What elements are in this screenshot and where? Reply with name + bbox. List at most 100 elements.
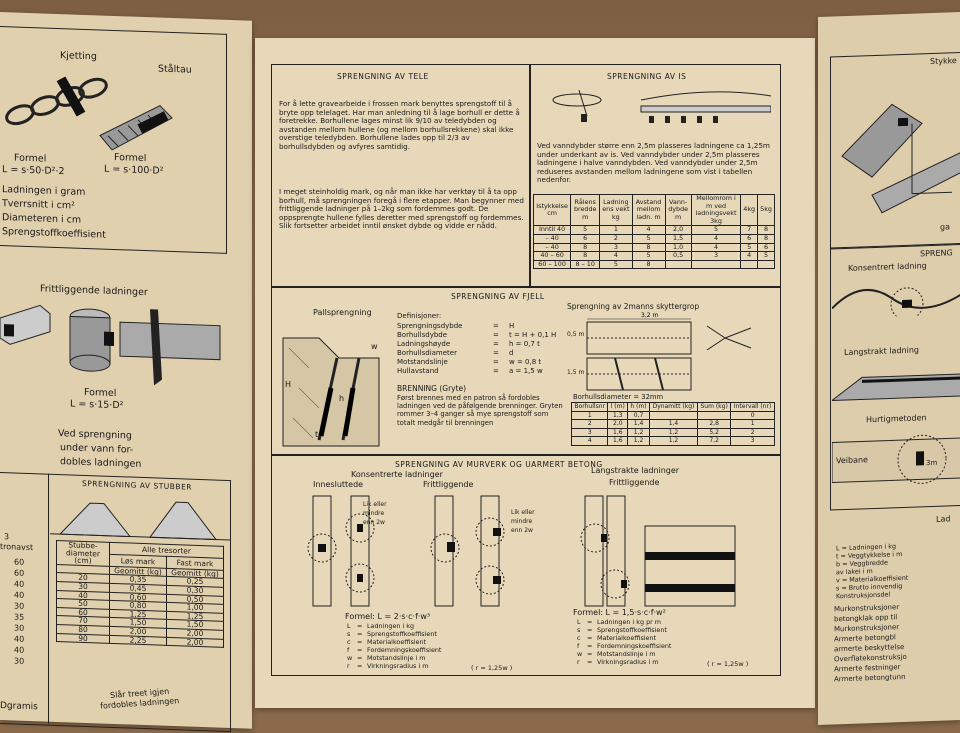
innesluttede-label: Innesluttede <box>313 480 364 489</box>
edge-val-0: 60 <box>14 557 25 567</box>
table-cell: 1,2 <box>627 436 650 446</box>
definition-eq: = <box>493 331 499 339</box>
r-note-1: ( r = 1,25w ) <box>471 664 513 672</box>
fritt-formula-label: Formel <box>84 386 117 400</box>
table-cell: 2,0 <box>607 419 629 429</box>
legend-eq: = <box>587 634 593 642</box>
langstrakte-label: Langstrakte ladninger <box>591 466 680 475</box>
legend-text: Motstandslinje i m <box>597 650 656 658</box>
table-cell: 2 <box>599 233 633 244</box>
legend-symbol: s <box>577 626 581 634</box>
table-cell: 7,2 <box>697 436 732 446</box>
legend-text: Fordemningskoeffisient <box>597 642 672 650</box>
legend-eq: = <box>587 650 593 658</box>
definition-eq: = <box>493 358 499 366</box>
legend-row: w = Motstandslinje i m <box>577 650 777 658</box>
diam-label: Borhullsdiameter = 32mm <box>573 393 664 401</box>
table-cell: 0,7 <box>627 410 650 421</box>
legend-symbol: L <box>577 618 581 626</box>
definition-term: Borhullsdiameter <box>397 349 457 357</box>
ice-illustration <box>552 89 771 123</box>
table-cell: 0,5 <box>664 251 692 261</box>
table-cell: 1 <box>730 419 775 429</box>
table-cell: 1,2 <box>648 427 699 438</box>
legend-eq: = <box>587 658 593 666</box>
bench-blasting-illustration <box>282 337 380 447</box>
table-header-cell: Borhullsnr <box>570 402 609 412</box>
free-charges-illustration <box>0 304 221 386</box>
fritt-formula-expr: L = s·15·D² <box>70 398 124 412</box>
edge-val-8: 40 <box>14 645 25 655</box>
tele-title: SPRENGNING AV TELE <box>337 72 429 81</box>
formula1-label: Formel <box>14 152 47 165</box>
lad-label: Lad <box>936 514 951 524</box>
skyttergrop-illustration: 3,2 m <box>586 312 752 391</box>
table-cell: 3 <box>690 251 742 261</box>
formel-2: Formel: L = 1,5·s·c·f·w² <box>573 608 666 617</box>
definition-eq: = <box>493 340 499 348</box>
table-cell: 4 <box>690 233 742 244</box>
edge-col-head2: tronavst <box>0 542 34 553</box>
table-cell: 4 <box>599 251 633 261</box>
definition-value: H <box>509 322 515 330</box>
note-mindre-1: Lik eller mindre enn 2w <box>363 501 387 526</box>
table-cell: 1,3 <box>607 410 629 421</box>
table-cell: 90 <box>56 633 110 644</box>
is-para: Ved vanndybder større enn 2,5m plasseres… <box>537 141 770 185</box>
definition-row: Hullavstand=a = 1,5 w <box>397 367 567 376</box>
formula2-label: Formel <box>114 151 147 165</box>
legend-eq: = <box>357 622 363 630</box>
stubber-head-diam: Stubbe-diameter (cm) <box>56 540 110 567</box>
legend-text: Sprengstoffkoeffisient <box>597 626 667 634</box>
definition-eq: = <box>493 322 499 330</box>
definition-term: Motstandslinje <box>397 358 448 366</box>
definition-term: Ladningshøyde <box>397 340 451 348</box>
table-header-cell: Istykkelse cm <box>532 193 572 227</box>
table-cell <box>697 410 732 421</box>
legend-row: s=Sprengstoffkoeffisient <box>347 630 547 638</box>
legend-text: Ladningen i kg <box>367 622 415 630</box>
table-cell <box>664 259 692 270</box>
legend-eq: = <box>357 646 363 654</box>
legend-text: Fordemningskoeffisient <box>367 646 442 654</box>
legend-symbol: s <box>347 630 351 638</box>
konsentrerte-label: Konsentrerte ladninger <box>351 470 443 479</box>
legend-row: f=Fordemningskoeffisient <box>347 646 547 654</box>
definition-value: a = 1,5 w <box>509 367 543 375</box>
legend-symbol: r <box>577 658 580 666</box>
table-cell <box>690 259 742 270</box>
legend-eq: = <box>357 654 363 662</box>
definition-value: t = H + 0,1 H <box>509 331 557 339</box>
table-cell: 1 <box>570 410 609 421</box>
label-H: H <box>285 380 292 389</box>
table-header-cell: Ladning ens vekt kg <box>599 193 633 227</box>
edge-val-3: 40 <box>14 590 25 600</box>
table-cell: 3 <box>570 427 609 438</box>
table-cell: 1,6 <box>607 427 629 438</box>
legend-eq: = <box>357 638 363 646</box>
formula1-expr: L = s·50·D²·2 <box>2 164 65 178</box>
label-t: t <box>315 430 319 439</box>
legend-eq: = <box>587 618 593 626</box>
frittliggende-label: Frittliggende <box>423 480 474 489</box>
right-top-word: Stykke <box>930 56 957 67</box>
legend-symbol: w <box>577 650 583 658</box>
legend-row: f=Fordemningskoeffisient <box>577 642 777 650</box>
grop-h1: 0,5 m <box>567 331 585 338</box>
edge-val-7: 40 <box>14 634 25 644</box>
water-note-3: dobles ladningen <box>60 456 142 470</box>
stubber-table: Stubbe-diameter (cm)Alle tresorter Løs m… <box>56 540 224 648</box>
definition-term: Hullavstand <box>397 367 439 375</box>
label-w: w <box>371 342 378 351</box>
edge-val-4: 30 <box>14 601 25 611</box>
legend-eq: = <box>587 626 593 634</box>
definition-eq: = <box>493 349 499 357</box>
